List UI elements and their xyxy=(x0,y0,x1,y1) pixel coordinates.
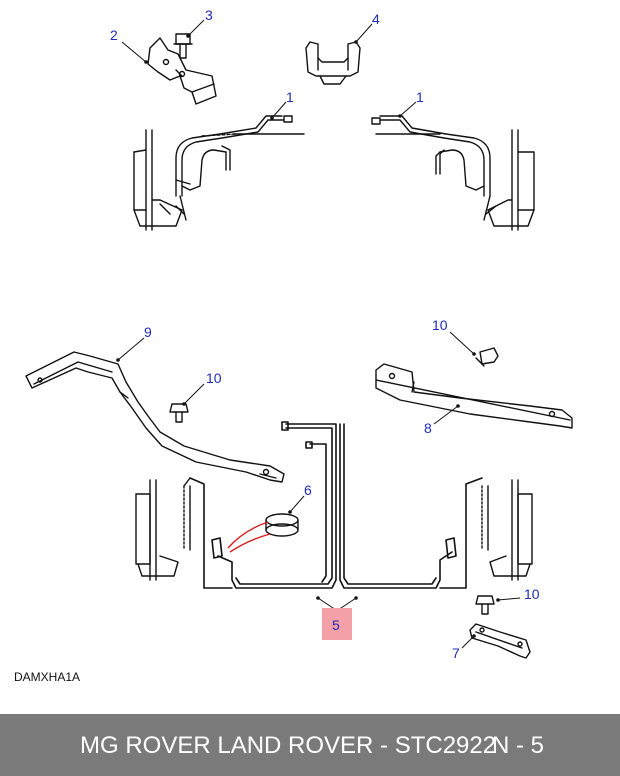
bracket-part-2 xyxy=(147,37,217,105)
footer-page-number: N - 5 xyxy=(492,732,545,759)
brake-assembly-rear-right xyxy=(481,479,533,581)
bolt-part-3 xyxy=(173,33,193,59)
callout-label-8: 8 xyxy=(424,420,432,436)
brake-assembly-front-left xyxy=(133,129,187,231)
callout-5-highlight xyxy=(322,608,352,640)
bolt-part-10-left xyxy=(169,403,189,423)
callout-label-4: 4 xyxy=(372,11,380,27)
bracket-part-7 xyxy=(469,623,531,659)
grommet-indicator-lines xyxy=(227,521,271,553)
callout-label-7: 7 xyxy=(452,645,460,661)
callout-label-2: 2 xyxy=(110,27,118,43)
brake-pipe-front-right xyxy=(371,115,491,197)
callout-label-10-lower: 10 xyxy=(524,586,540,602)
bolt-part-10-lower xyxy=(475,595,495,615)
callout-label-3: 3 xyxy=(205,7,213,23)
callout-label-10-right: 10 xyxy=(432,317,448,333)
callout-label-1-right: 1 xyxy=(416,89,424,105)
bracket-part-9 xyxy=(25,351,285,483)
callout-label-6: 6 xyxy=(304,482,312,498)
callout-leader-dots xyxy=(116,34,500,638)
footer-part-text: MG ROVER LAND ROVER - STC2922 xyxy=(80,732,497,759)
bracket-part-8 xyxy=(375,363,573,429)
callout-leaders xyxy=(117,19,521,649)
diagram-reference-code: DAMXHA1A xyxy=(14,670,81,684)
brake-pipe-harness-part-5 xyxy=(189,421,483,589)
callout-label-9: 9 xyxy=(144,324,152,340)
brake-pipe-front-left xyxy=(175,115,305,197)
callout-label-5: 5 xyxy=(332,617,340,633)
callout-labels: 2 3 4 1 1 9 10 10 8 6 5 10 7 xyxy=(110,7,540,661)
callout-label-1-left: 1 xyxy=(286,89,294,105)
parts-diagram: 2 3 4 1 1 9 10 10 8 6 5 10 7 xyxy=(25,7,573,661)
footer-bar: MG ROVER LAND ROVER - STC2922 N - 5 xyxy=(0,714,620,776)
callout-label-10-left: 10 xyxy=(206,370,222,386)
bolt-part-10-right xyxy=(475,347,499,367)
clip-part-4 xyxy=(305,41,361,85)
brake-assembly-front-right xyxy=(483,129,535,231)
grommet-part-6 xyxy=(265,513,299,537)
brake-assembly-rear-left xyxy=(135,477,191,581)
